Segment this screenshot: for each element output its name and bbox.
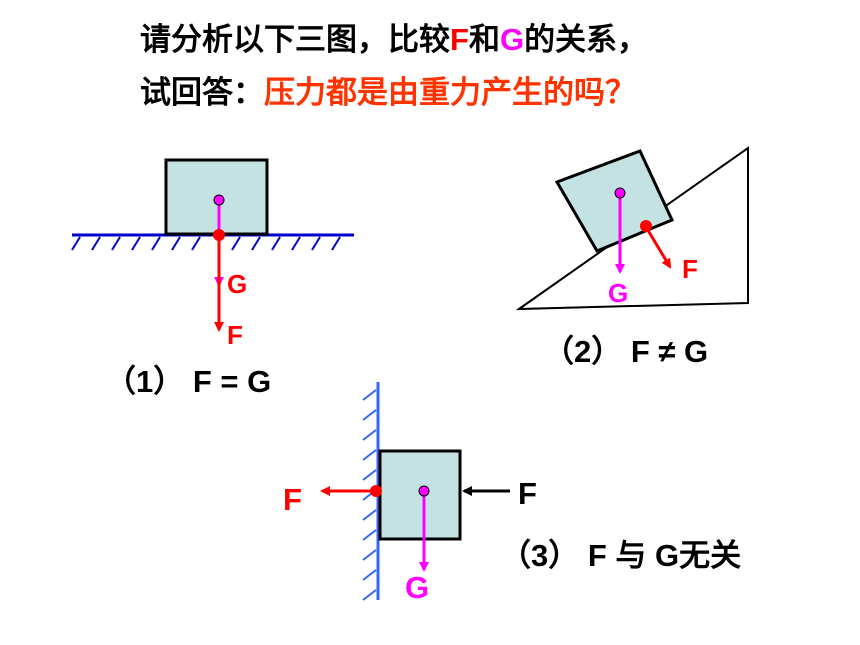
caption-2: （2） F ≠ G: [543, 334, 708, 369]
question-highlight: 压力都是由重力产生的吗？: [264, 75, 636, 111]
caption-1: （1） F = G: [105, 364, 271, 399]
f-label-2: F: [682, 254, 698, 284]
f-label-3-right: F: [518, 476, 537, 511]
center-dot-3: [418, 485, 430, 497]
center-dot-1: [213, 194, 225, 206]
f-label-1: F: [227, 320, 243, 350]
figure-2: G F （2） F ≠ G: [515, 146, 749, 369]
contact-dot-1: [213, 229, 225, 241]
contact-dot-3: [370, 485, 382, 497]
g-label-3: G: [405, 570, 429, 605]
f-label-3-left: F: [283, 482, 302, 517]
block-3: [378, 449, 462, 541]
caption-3: （3） F 与 G无关: [500, 538, 741, 573]
question-line-1: 请分析以下三图，比较F和G的关系，: [140, 22, 649, 58]
figure-1: G F （1） F = G: [71, 158, 354, 399]
g-label-2: G: [608, 278, 628, 308]
question-g-symbol: G: [499, 22, 525, 57]
contact-dot-2: [640, 220, 652, 232]
floor-hatch: [71, 236, 341, 251]
g-label-1: G: [227, 269, 247, 299]
figure-3: F F G （3） F 与 G无关: [283, 382, 741, 605]
question-f-symbol: F: [450, 22, 469, 57]
pressure-arrow-2: [644, 226, 672, 269]
question-line-2: 试回答：压力都是由重力产生的吗？: [140, 75, 636, 111]
wall-hatch: [362, 389, 377, 601]
center-dot-2: [614, 187, 626, 199]
